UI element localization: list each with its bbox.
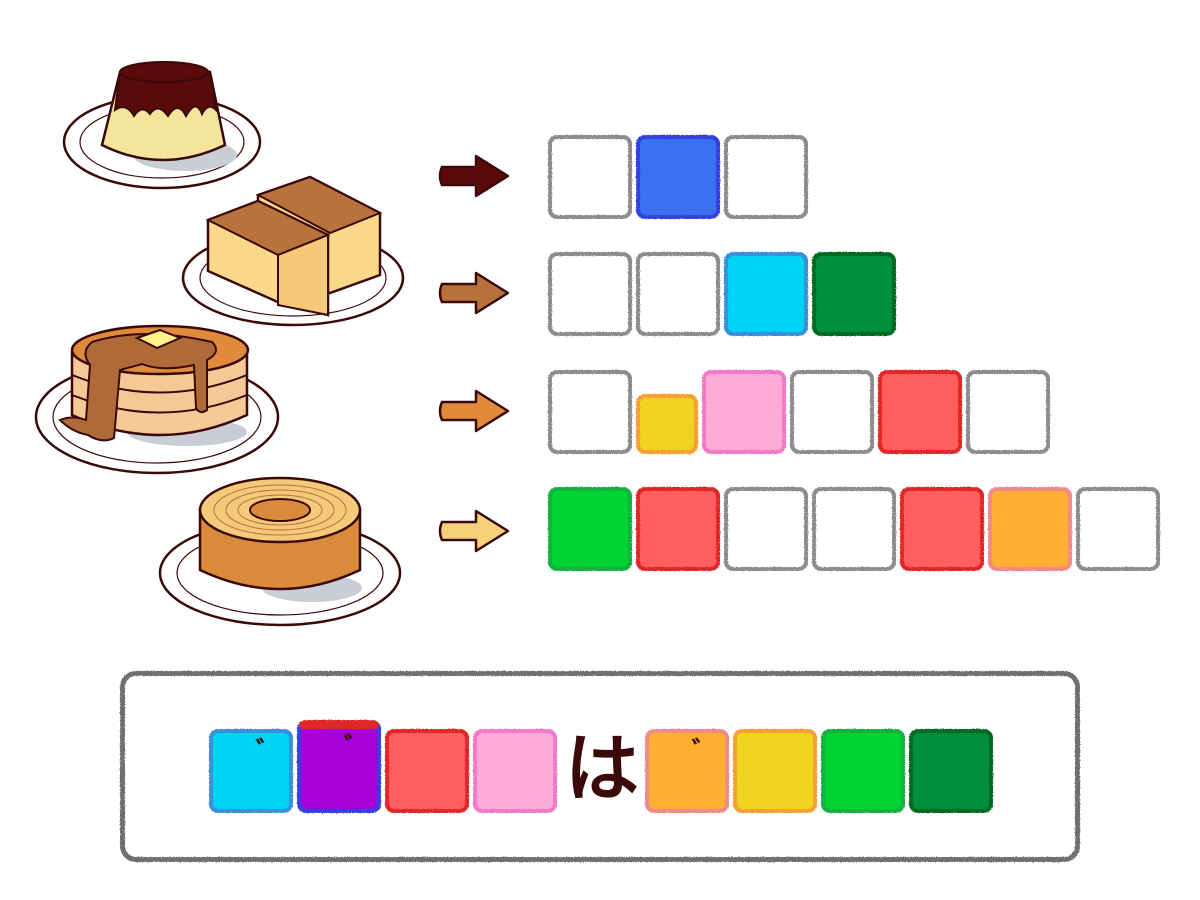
answer-frame bbox=[120, 671, 1080, 862]
clue-tile bbox=[790, 370, 874, 454]
arrow-right-icon bbox=[438, 154, 510, 198]
clue-tile bbox=[900, 487, 984, 571]
clue-tile bbox=[548, 370, 632, 454]
pudding-icon bbox=[62, 61, 262, 190]
clue-tile bbox=[636, 135, 720, 219]
arrow-right-icon bbox=[438, 509, 510, 553]
answer-tile bbox=[909, 729, 993, 813]
baumkuchen-icon bbox=[158, 476, 402, 627]
clue-tile bbox=[724, 252, 808, 336]
answer-tile bbox=[821, 729, 905, 813]
answer-tile bbox=[385, 729, 469, 813]
dakuten-mark: ゛ bbox=[255, 737, 282, 767]
dakuten-mark: ゛ bbox=[343, 733, 370, 763]
clue-tile bbox=[548, 252, 632, 336]
clue-tile bbox=[724, 135, 808, 219]
clue-tile bbox=[878, 370, 962, 454]
clue-tile bbox=[548, 135, 632, 219]
clue-tile bbox=[1076, 487, 1160, 571]
clue-tile bbox=[636, 394, 698, 454]
answer-tile: ゛ bbox=[297, 720, 381, 813]
clue-tile bbox=[988, 487, 1072, 571]
clue-tile bbox=[636, 252, 720, 336]
dakuten-mark: ゛ bbox=[691, 737, 718, 767]
clue-tile bbox=[812, 487, 896, 571]
arrow-right-icon bbox=[438, 271, 510, 315]
clue-tile bbox=[636, 487, 720, 571]
clue-tile bbox=[812, 252, 896, 336]
answer-tile: ゛ bbox=[645, 729, 729, 813]
castella-icon bbox=[181, 175, 405, 327]
clue-tile bbox=[702, 370, 786, 454]
particle-ha: は bbox=[565, 726, 639, 812]
answer-tile bbox=[473, 729, 557, 813]
clue-tile bbox=[548, 487, 632, 571]
answer-tile: ゛ bbox=[209, 729, 293, 813]
clue-tile bbox=[724, 487, 808, 571]
answer-tile bbox=[733, 729, 817, 813]
arrow-right-icon bbox=[438, 389, 510, 433]
clue-tile bbox=[966, 370, 1050, 454]
pancakes-icon bbox=[34, 324, 280, 475]
